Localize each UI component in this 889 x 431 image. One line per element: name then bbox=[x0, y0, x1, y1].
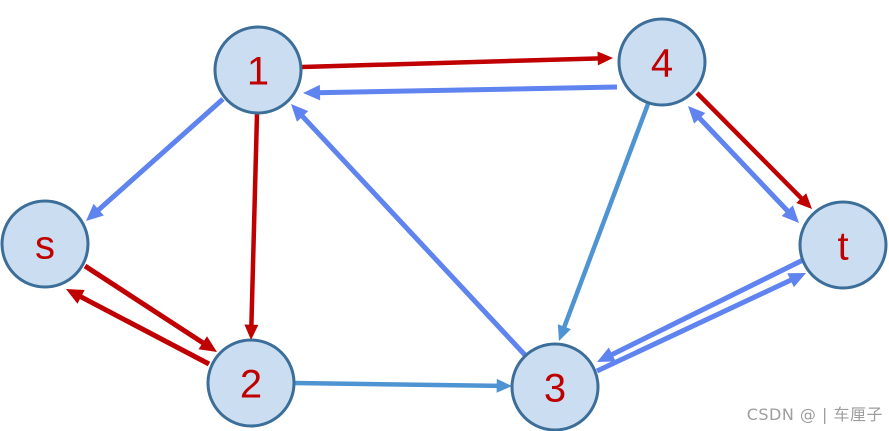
arrowhead bbox=[688, 106, 706, 124]
node-label: 4 bbox=[651, 42, 673, 86]
node-circle bbox=[510, 342, 600, 431]
edge-line bbox=[695, 91, 805, 202]
node-label: 2 bbox=[240, 363, 262, 407]
edge-line bbox=[94, 97, 225, 214]
arrowhead bbox=[597, 51, 613, 66]
edge-line bbox=[608, 257, 805, 359]
edge-line bbox=[595, 276, 795, 374]
edge-line bbox=[293, 380, 500, 389]
arrowhead bbox=[198, 336, 217, 352]
node-circle bbox=[617, 17, 707, 107]
node-3: 3 bbox=[510, 342, 600, 431]
node-label: 1 bbox=[247, 50, 269, 94]
arrowhead bbox=[244, 324, 259, 340]
node-circle bbox=[0, 199, 90, 289]
edge-4-t bbox=[695, 91, 812, 209]
edge-line bbox=[76, 293, 211, 367]
edge-line bbox=[83, 263, 207, 347]
edge-3-t bbox=[595, 273, 806, 374]
edge-1-4 bbox=[301, 51, 613, 70]
edge-line bbox=[316, 84, 618, 96]
arrowhead bbox=[557, 324, 571, 341]
arrowhead bbox=[291, 104, 309, 122]
node-circle bbox=[213, 25, 303, 115]
edge-s-2 bbox=[83, 263, 217, 352]
watermark: CSDN @ | 车厘子 bbox=[746, 405, 883, 424]
arrowhead bbox=[787, 273, 806, 288]
edge-4-3 bbox=[557, 103, 651, 341]
edge-3-1 bbox=[291, 104, 527, 357]
edge-line bbox=[301, 56, 601, 70]
edge-2-s bbox=[66, 289, 211, 367]
edge-line bbox=[249, 113, 260, 328]
arrowhead bbox=[86, 203, 104, 221]
edge-line bbox=[561, 103, 651, 331]
edge-line bbox=[695, 114, 792, 215]
arrowhead bbox=[796, 193, 812, 209]
node-2: 2 bbox=[206, 338, 296, 428]
edge-t-3 bbox=[597, 257, 805, 362]
arrowhead bbox=[496, 378, 512, 393]
node-label: 3 bbox=[544, 367, 566, 411]
node-circle bbox=[206, 338, 296, 428]
edge-1-2 bbox=[244, 113, 260, 340]
edge-t-4 bbox=[688, 106, 799, 223]
node-circle bbox=[798, 200, 888, 290]
arrowhead bbox=[66, 289, 85, 304]
node-s: s bbox=[0, 199, 90, 289]
node-1: 1 bbox=[213, 25, 303, 115]
node-t: t bbox=[798, 200, 888, 290]
edge-1-s bbox=[86, 97, 225, 221]
node-label: t bbox=[837, 225, 848, 269]
node-4: 4 bbox=[617, 17, 707, 107]
edge-4-1 bbox=[303, 84, 618, 101]
edge-2-3 bbox=[293, 378, 512, 393]
arrowhead bbox=[597, 347, 616, 362]
node-label: s bbox=[35, 224, 55, 268]
arrowhead bbox=[303, 84, 321, 101]
arrowhead bbox=[781, 205, 799, 223]
edge-line bbox=[298, 112, 527, 357]
